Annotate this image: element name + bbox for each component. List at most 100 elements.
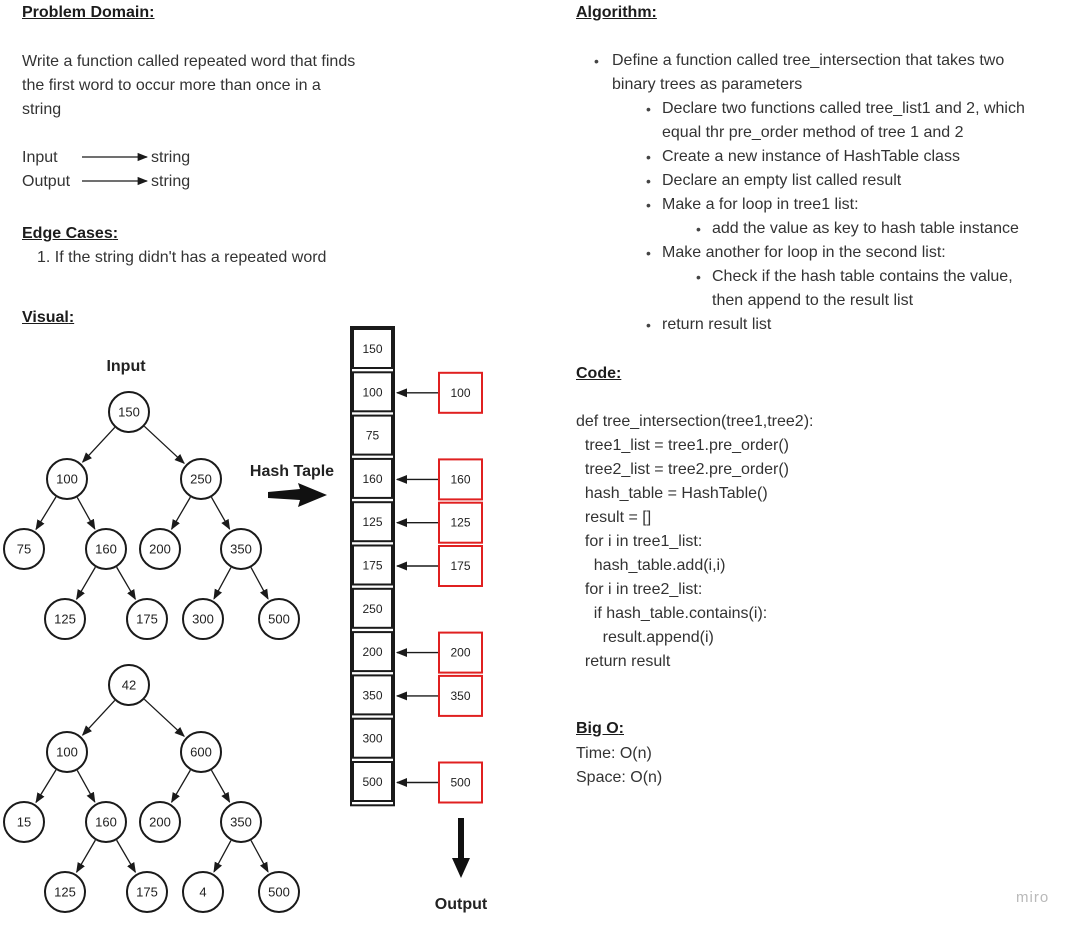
node-value: 75 (17, 542, 31, 557)
hash-slot-value: 125 (362, 515, 382, 529)
algorithm-step: •Make a for loop in tree1 list: (576, 193, 1071, 217)
tree2-edge (81, 699, 116, 736)
code-heading: Code: (576, 365, 622, 382)
tree1-edge (250, 567, 269, 600)
node-circle (3, 528, 45, 570)
match-item: 160 (395, 458, 483, 501)
algorithm-step-line: equal thr pre_order method of tree 1 and… (662, 124, 964, 141)
node-value: 125 (54, 885, 76, 900)
node-circle (220, 528, 262, 570)
tree1-node: 350 (220, 528, 262, 570)
match-item: 100 (395, 371, 483, 414)
node-circle (126, 871, 168, 913)
match-item: 200 (395, 631, 483, 674)
node-value: 160 (95, 542, 117, 557)
problem-line: Write a function called repeated word th… (22, 53, 356, 70)
tree1-edge (210, 496, 231, 530)
algorithm-step-line: return result list (662, 316, 772, 333)
tree2-edge (143, 698, 185, 738)
hash-slot-box (352, 457, 393, 499)
hash-table-arrow (268, 483, 327, 507)
tree1-node: 160 (85, 528, 127, 570)
hash-slot-box (352, 674, 393, 716)
node-value: 175 (136, 885, 158, 900)
hash-slot-value: 75 (366, 429, 380, 443)
hash-slot: 300 (352, 717, 393, 759)
tree1-edge (76, 566, 96, 601)
bullet-icon: • (646, 173, 651, 189)
hash-slot: 250 (352, 587, 393, 629)
node-circle (182, 598, 224, 640)
node-value: 125 (54, 612, 76, 627)
io-output-label: Output (22, 173, 71, 190)
tree1-edge (213, 567, 232, 600)
tree2-edge (171, 769, 191, 804)
hash-slot: 200 (352, 631, 393, 673)
bullet-icon: • (594, 53, 599, 69)
visual-heading: Visual: (22, 309, 75, 326)
algorithm-step: •add the value as key to hash table inst… (576, 217, 1071, 241)
match-value: 350 (450, 689, 470, 703)
tree2-edge (76, 770, 96, 803)
code-line: return result (576, 653, 671, 670)
code-block: def tree_intersection(tree1,tree2): tree… (576, 410, 813, 674)
tree2-node: 600 (180, 731, 222, 773)
io-output-value: string (151, 173, 191, 190)
edge-cases-heading: Edge Cases: (22, 225, 119, 242)
match-value: 175 (450, 559, 470, 573)
tree1-node: 200 (139, 528, 181, 570)
node-circle (258, 871, 300, 913)
algorithm-step-line: Make another for loop in the second list… (662, 244, 946, 261)
match-box (438, 631, 483, 674)
hash-slot: 500 (352, 761, 393, 802)
algorithm-step-line: binary trees as parameters (612, 76, 803, 93)
tree2-node: 175 (126, 871, 168, 913)
node-value: 300 (192, 612, 214, 627)
hash-slot-value: 100 (362, 385, 382, 399)
algorithm-step-line: Check if the hash table contains the val… (712, 268, 1013, 285)
code-line: tree1_list = tree1.pre_order() (576, 437, 789, 454)
match-box (438, 501, 483, 544)
edge-case-item: 1. If the string didn't has a repeated w… (37, 249, 327, 266)
tree1-edge (35, 496, 57, 531)
node-circle (46, 731, 88, 773)
bullet-icon: • (646, 101, 651, 117)
code-line: def tree_intersection(tree1,tree2): (576, 413, 814, 430)
algorithm-step: •Declare two functions called tree_list1… (576, 97, 1071, 145)
tree2-node: 350 (220, 801, 262, 843)
match-item: 350 (395, 674, 483, 717)
problem-line: the first word to occur more than once i… (22, 77, 321, 94)
match-value: 200 (450, 646, 470, 660)
tree2-node: 4 (182, 871, 224, 913)
tree1-node: 175 (126, 598, 168, 640)
tree2-node: 100 (46, 731, 88, 773)
problem-description: Write a function called repeated word th… (22, 50, 355, 122)
code-line: result = [] (576, 509, 652, 526)
tree1-edge (171, 496, 191, 531)
hash-slot: 125 (352, 501, 393, 543)
node-value: 200 (149, 542, 171, 557)
node-circle (180, 458, 222, 500)
tree2-node: 42 (108, 664, 150, 706)
node-circle (258, 598, 300, 640)
algorithm-step-line: then append to the result list (712, 292, 914, 309)
io-input-value: string (151, 149, 191, 166)
hash-slot-box (352, 587, 393, 629)
node-circle (46, 458, 88, 500)
node-circle (220, 801, 262, 843)
match-value: 160 (450, 472, 470, 486)
algorithm-step: •return result list (576, 313, 1071, 337)
tree1-edge (143, 425, 185, 465)
tree2-node: 500 (258, 871, 300, 913)
miro-watermark: miro (1016, 889, 1050, 906)
output-label: Output (435, 896, 488, 913)
algorithm-step-line: Make a for loop in tree1 list: (662, 196, 859, 213)
algorithm-step-line: Declare an empty list called result (662, 172, 902, 189)
io-input-label: Input (22, 149, 58, 166)
algorithm-step: • Declare an empty list called result (576, 169, 1071, 193)
bullet-icon: • (646, 245, 651, 261)
hash-slot-value: 150 (362, 342, 382, 356)
hash-slot: 350 (352, 674, 393, 716)
tree1-edge (81, 426, 116, 463)
